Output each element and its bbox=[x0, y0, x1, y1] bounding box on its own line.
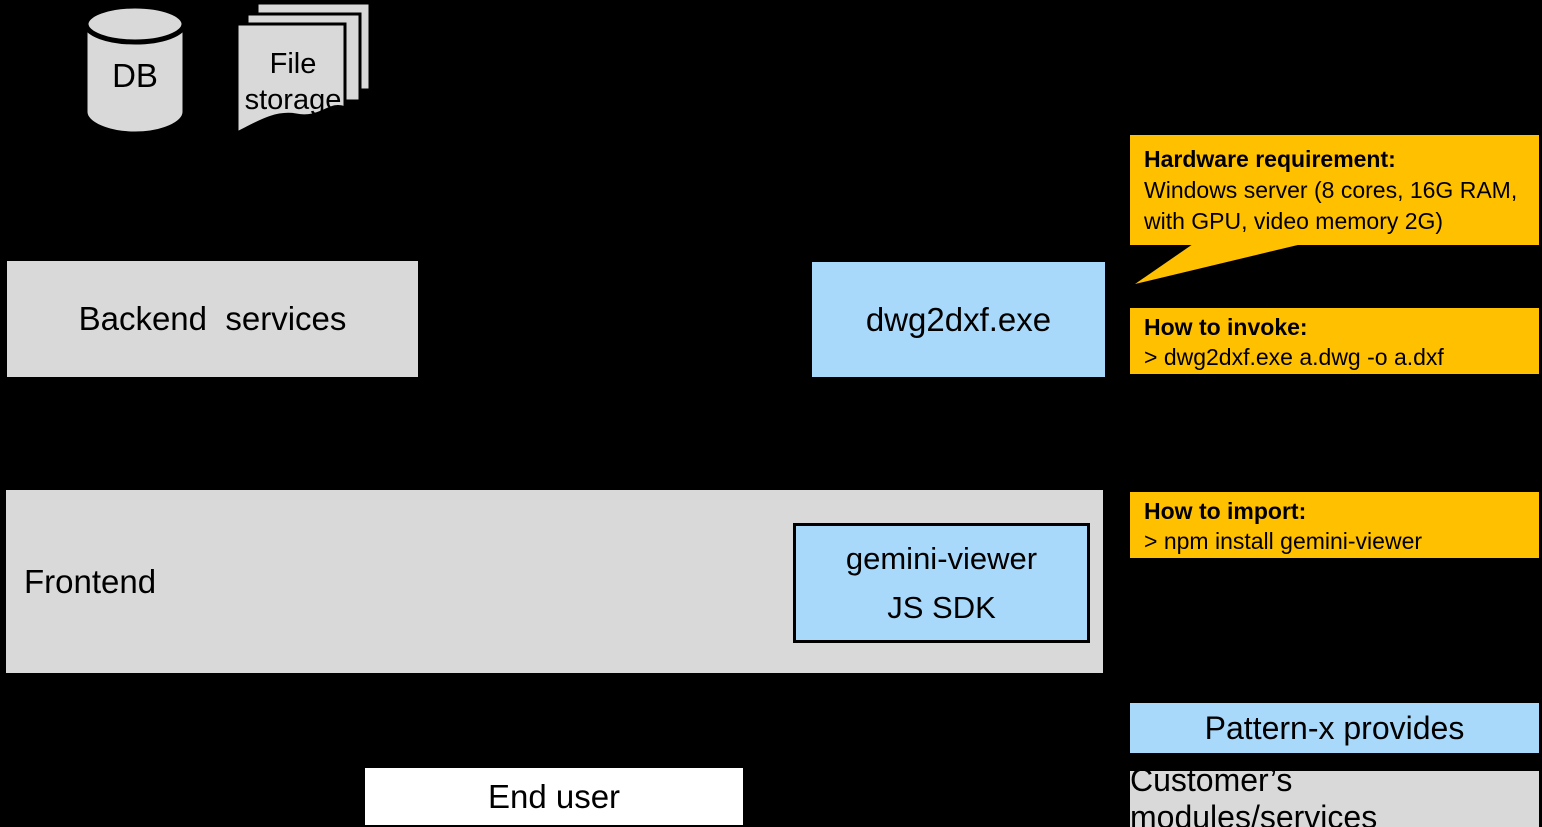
end-user-box: End user bbox=[365, 768, 743, 825]
gemini-viewer-sdk-box: gemini-viewer JS SDK bbox=[793, 523, 1090, 643]
how-to-invoke-command: > dwg2dxf.exe a.dwg -o a.dxf bbox=[1144, 344, 1444, 370]
database-icon bbox=[83, 3, 187, 135]
legend-customer-label: Customer’s modules/services bbox=[1130, 762, 1378, 827]
legend-customer-modules: Customer’s modules/services bbox=[1130, 762, 1539, 827]
end-user-label: End user bbox=[487, 777, 621, 815]
hardware-requirement-line2: with GPU, video memory 2G) bbox=[1144, 208, 1444, 234]
how-to-import-callout: How to import: > npm install gemini-view… bbox=[1130, 492, 1539, 558]
backend-services-label: Backend services bbox=[78, 300, 347, 337]
how-to-import-command: > npm install gemini-viewer bbox=[1144, 528, 1423, 554]
backend-services-box: Backend services bbox=[7, 261, 418, 377]
legend-pattern-x-label: Pattern-x provides bbox=[1204, 709, 1465, 746]
dwg2dxf-box: dwg2dxf.exe bbox=[812, 262, 1105, 377]
legend-pattern-x-provides: Pattern-x provides bbox=[1130, 703, 1539, 753]
how-to-invoke-title: How to invoke: bbox=[1144, 314, 1308, 340]
how-to-import-title: How to import: bbox=[1144, 498, 1307, 524]
hardware-requirement-title: Hardware requirement: bbox=[1144, 146, 1396, 172]
gemini-viewer-label: gemini-viewer bbox=[845, 541, 1038, 576]
how-to-invoke-callout: How to invoke: > dwg2dxf.exe a.dwg -o a.… bbox=[1130, 308, 1539, 374]
file-storage-label: File storage bbox=[244, 48, 342, 116]
callout-tail bbox=[1135, 244, 1302, 284]
hardware-requirement-line1: Windows server (8 cores, 16G RAM, bbox=[1144, 177, 1518, 203]
dwg2dxf-label: dwg2dxf.exe bbox=[865, 300, 1052, 338]
database-label: DB bbox=[112, 57, 158, 94]
js-sdk-label: JS SDK bbox=[887, 590, 996, 625]
frontend-label: Frontend bbox=[24, 562, 157, 600]
hardware-requirement-callout: Hardware requirement: Windows server (8 … bbox=[1130, 135, 1539, 245]
file-storage-icon bbox=[235, 1, 372, 136]
